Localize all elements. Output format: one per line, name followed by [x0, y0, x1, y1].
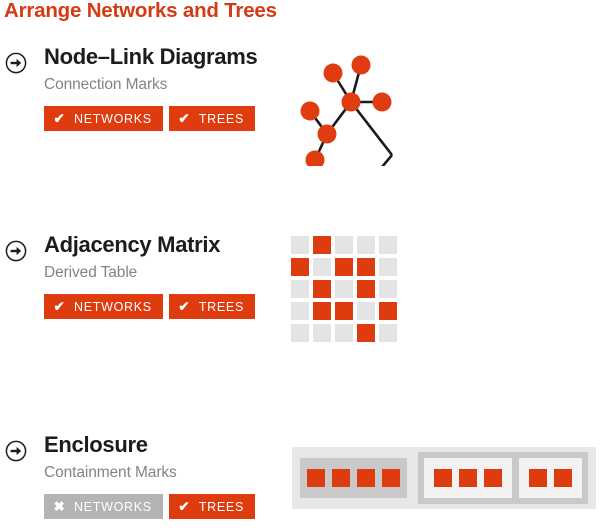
- item-subtitle: Connection Marks: [44, 76, 168, 93]
- matrix-cell: [291, 236, 309, 254]
- matrix-cell: [379, 280, 397, 298]
- badge-networks[interactable]: ✔ NETWORKS: [44, 106, 163, 131]
- matrix-cell: [357, 236, 375, 254]
- badge-trees[interactable]: ✔ TREES: [168, 294, 256, 319]
- matrix-cell: [291, 258, 309, 276]
- circled-arrow-right-icon: [5, 440, 27, 462]
- matrix-cell: [335, 280, 353, 298]
- enclosure-leaf: [357, 469, 375, 487]
- matrix-cell: [313, 302, 331, 320]
- page-title: Arrange Networks and Trees: [4, 0, 277, 22]
- matrix-cell: [291, 324, 309, 342]
- matrix-cell: [379, 302, 397, 320]
- matrix-cell: [357, 302, 375, 320]
- enclosure-leaf: [529, 469, 547, 487]
- matrix-cell: [357, 280, 375, 298]
- check-icon: ✔: [53, 298, 66, 314]
- matrix-cell: [379, 236, 397, 254]
- matrix-cell: [291, 302, 309, 320]
- cross-icon: ✖: [53, 498, 66, 514]
- enclosure-leaf: [307, 469, 325, 487]
- matrix-cell: [291, 280, 309, 298]
- item-title: Adjacency Matrix: [44, 232, 221, 257]
- item-title: Node–Link Diagrams: [44, 44, 258, 69]
- enclosure-leaf: [434, 469, 452, 487]
- matrix-cell: [313, 258, 331, 276]
- check-icon: ✔: [178, 298, 191, 314]
- matrix-cell: [313, 280, 331, 298]
- circled-arrow-right-icon: [5, 52, 27, 74]
- matrix-cell: [335, 236, 353, 254]
- matrix-cell: [313, 236, 331, 254]
- enclosure-leaf: [459, 469, 477, 487]
- enclosure-leaf: [484, 469, 502, 487]
- badge-networks[interactable]: ✔ NETWORKS: [44, 294, 163, 319]
- enclosure-leaf: [382, 469, 400, 487]
- item-subtitle: Derived Table: [44, 264, 138, 281]
- badge-strip: ✔ NETWORKS ✔ TREES: [44, 294, 256, 319]
- matrix-cell: [379, 258, 397, 276]
- badge-strip: ✖ NETWORKS ✔ TREES: [44, 494, 256, 519]
- circled-arrow-right-icon: [5, 240, 27, 262]
- badge-trees[interactable]: ✔ TREES: [168, 494, 256, 519]
- check-icon: ✔: [178, 498, 191, 514]
- badge-label: TREES: [198, 111, 245, 126]
- matrix-cell: [313, 324, 331, 342]
- enclosure-leaf: [554, 469, 572, 487]
- check-icon: ✔: [53, 110, 66, 126]
- enclosure-group-nested: [418, 452, 588, 504]
- node-link-diagram: [288, 36, 418, 200]
- matrix-cell: [357, 258, 375, 276]
- check-icon: ✔: [178, 110, 191, 126]
- adjacency-matrix-grid: [291, 236, 397, 342]
- matrix-cell: [357, 324, 375, 342]
- enclosure-leaf: [332, 469, 350, 487]
- matrix-cell: [335, 258, 353, 276]
- badge-trees[interactable]: ✔ TREES: [168, 106, 256, 131]
- badge-label: TREES: [198, 499, 245, 514]
- enclosure-subgroup: [424, 458, 512, 498]
- enclosure-diagram: [292, 447, 596, 509]
- badge-label: TREES: [198, 299, 245, 314]
- matrix-cell: [335, 302, 353, 320]
- enclosure-group-flat: [300, 458, 407, 498]
- badge-label: NETWORKS: [74, 499, 152, 514]
- enclosure-subgroup: [519, 458, 582, 498]
- matrix-cell: [335, 324, 353, 342]
- matrix-cell: [379, 324, 397, 342]
- badge-strip: ✔ NETWORKS ✔ TREES: [44, 106, 256, 131]
- item-subtitle: Containment Marks: [44, 464, 177, 481]
- item-title: Enclosure: [44, 432, 148, 457]
- badge-label: NETWORKS: [74, 111, 152, 126]
- badge-networks[interactable]: ✖ NETWORKS: [44, 494, 163, 519]
- badge-label: NETWORKS: [74, 299, 152, 314]
